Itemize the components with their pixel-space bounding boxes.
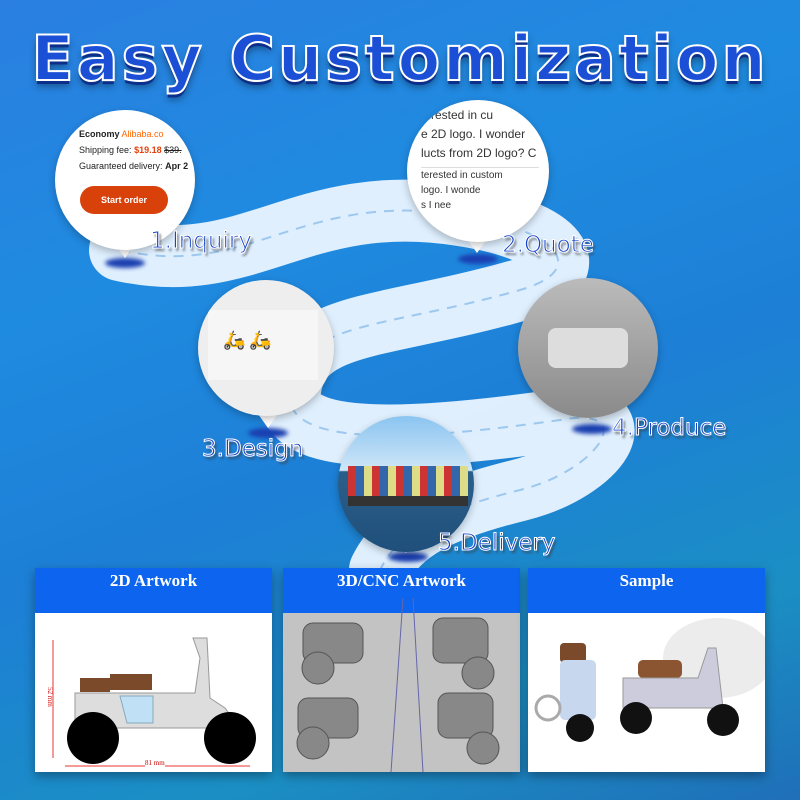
pin-shadow bbox=[388, 552, 428, 562]
pin-shadow bbox=[458, 254, 498, 264]
shipping-price: $19.18 bbox=[134, 145, 162, 155]
pin-shadow bbox=[105, 258, 145, 268]
step-label-quote: 2.Quote bbox=[502, 232, 595, 259]
quote-line: s I nee bbox=[421, 200, 452, 211]
quote-line: terested in custom bbox=[421, 170, 503, 181]
pin-shadow bbox=[572, 424, 612, 434]
card-title: Sample bbox=[528, 568, 765, 613]
step-label-design: 3.Design bbox=[201, 436, 304, 463]
scooter-2d-drawing bbox=[52, 637, 256, 767]
card-sample: Sample bbox=[528, 568, 773, 772]
delivery-label: Guaranteed delivery: bbox=[79, 161, 163, 171]
sample-keychain-photo bbox=[528, 598, 773, 772]
cargo-ship-image bbox=[338, 416, 474, 552]
start-order-button[interactable]: Start order bbox=[80, 186, 168, 214]
quote-line: logo. I wonde bbox=[421, 185, 481, 196]
width-dimension: 81 mm bbox=[145, 759, 165, 767]
card-title: 3D/CNC Artwork bbox=[283, 568, 520, 613]
quote-line: terested in cu bbox=[421, 108, 494, 122]
height-dimension: 52 mm bbox=[45, 687, 54, 707]
step-label-inquiry: 1.Inquiry bbox=[150, 228, 253, 255]
delivery-date: Apr 2 bbox=[165, 161, 189, 171]
scooter-drawings-image: 🛵🛵 bbox=[223, 330, 276, 350]
shipping-label: Shipping fee: bbox=[79, 145, 132, 155]
production-image bbox=[518, 278, 658, 418]
page-title: Easy Customization bbox=[30, 21, 769, 96]
card-2d-artwork: 2D Artwork 52 mm 81 mm bbox=[35, 568, 272, 772]
card-3d-cnc-artwork: 3D/CNC Artwork bbox=[283, 568, 520, 773]
step-label-delivery: 5.Delivery bbox=[437, 530, 556, 557]
pin-shadow bbox=[248, 428, 288, 438]
economy-label: Economy bbox=[79, 129, 120, 139]
step-label-produce: 4.Produce bbox=[611, 415, 727, 442]
3d-models-image bbox=[283, 597, 520, 773]
brand-label: Alibaba.co bbox=[121, 129, 164, 139]
quote-line: e 2D logo. I wonder bbox=[421, 127, 526, 141]
quote-line: lucts from 2D logo? C bbox=[421, 146, 537, 160]
card-title: 2D Artwork bbox=[35, 568, 272, 613]
shipping-old-price: $39. bbox=[164, 145, 182, 155]
